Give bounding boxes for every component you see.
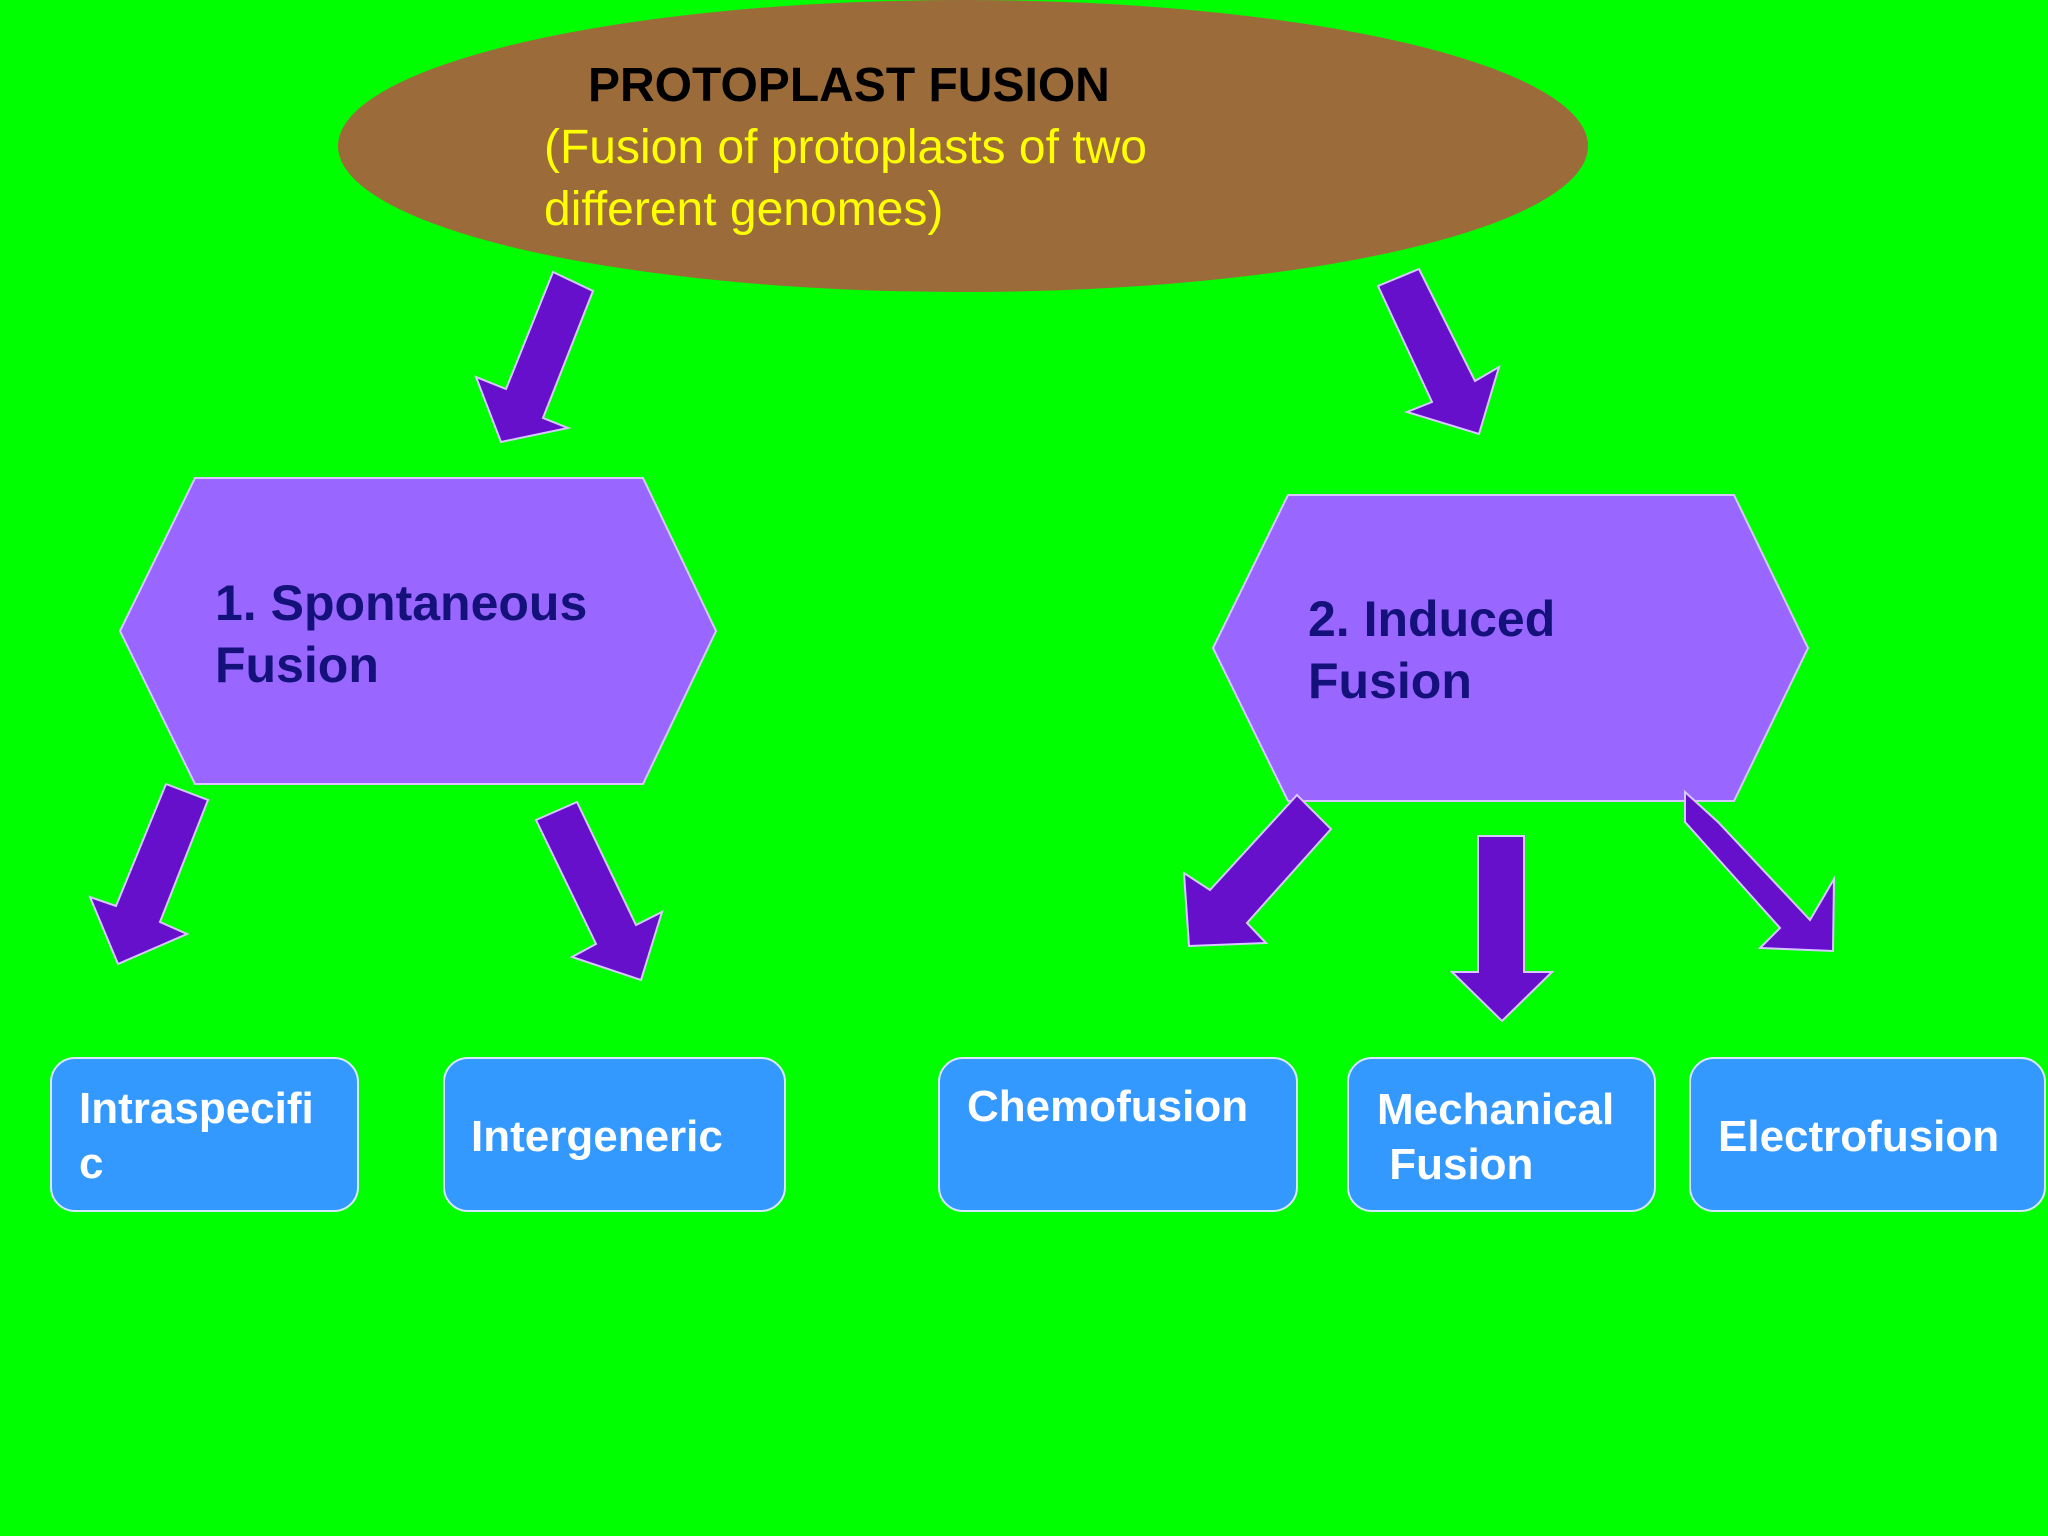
category-spontaneous: 1. Spontaneous Fusion <box>118 477 718 785</box>
leaf-chemofusion: Chemofusion <box>938 1057 1298 1212</box>
box-intraspecific <box>50 1057 359 1212</box>
leaf-electrofusion: Electrofusion <box>1689 1057 2046 1212</box>
box-chemofusion <box>938 1057 1298 1212</box>
box-intergeneric <box>443 1057 786 1212</box>
chemofusion-label: Chemofusion <box>967 1082 1248 1131</box>
root-node: PROTOPLAST FUSION (Fusion of protoplasts… <box>338 0 1588 292</box>
arrow-induced-to-electrofusion <box>1684 789 1836 953</box>
arrow-root-to-induced <box>1376 267 1501 436</box>
leaf-intergeneric: Intergeneric <box>443 1057 786 1212</box>
leaf-intraspecific: Intraspecifi c <box>50 1057 359 1212</box>
spontaneous-label-line-1: 1. Spontaneous <box>215 575 587 631</box>
arrow-spontaneous-to-intergeneric <box>534 800 664 982</box>
intraspecific-label-line-2: c <box>79 1139 103 1188</box>
root-subtitle-line-1: (Fusion of protoplasts of two <box>544 121 1147 174</box>
induced-arrows <box>1182 789 1836 1023</box>
induced-label-line-1: 2. Induced <box>1308 591 1555 647</box>
intraspecific-label-line-1: Intraspecifi <box>79 1084 314 1133</box>
spontaneous-label-line-2: Fusion <box>215 637 379 693</box>
hexagon-induced <box>1211 494 1810 802</box>
leaf-mechanical: Mechanical Fusion <box>1347 1057 1656 1212</box>
induced-label-line-2: Fusion <box>1308 653 1472 709</box>
category-induced: 2. Induced Fusion <box>1211 494 1810 802</box>
electrofusion-label: Electrofusion <box>1718 1112 1999 1161</box>
root-title: PROTOPLAST FUSION <box>588 59 1110 112</box>
spontaneous-arrows <box>88 782 664 982</box>
root-subtitle-line-2: different genomes) <box>544 183 943 236</box>
root-ellipse <box>338 0 1588 292</box>
root-arrows <box>474 267 1501 444</box>
hexagon-spontaneous <box>118 477 718 785</box>
arrow-induced-to-chemofusion <box>1182 793 1333 948</box>
mechanical-label-line-2: Fusion <box>1377 1140 1533 1189</box>
box-mechanical <box>1347 1057 1656 1212</box>
arrow-spontaneous-to-intraspecific <box>88 782 210 966</box>
mechanical-label-line-1: Mechanical <box>1377 1085 1614 1134</box>
intergeneric-label: Intergeneric <box>471 1112 723 1161</box>
arrow-induced-to-mechanical <box>1449 835 1555 1023</box>
box-electrofusion <box>1689 1057 2046 1212</box>
arrow-root-to-spontaneous <box>474 270 595 444</box>
